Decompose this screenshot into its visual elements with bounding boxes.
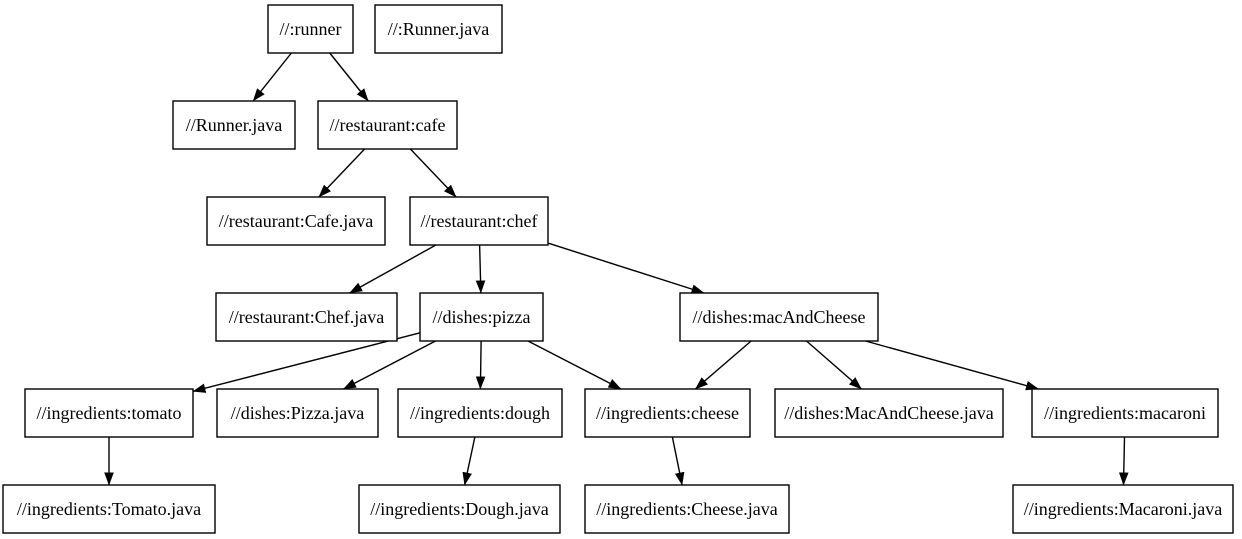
graph-node-macaroni-java: //ingredients:Macaroni.java <box>1012 484 1234 534</box>
node-label-chef: //restaurant:chef <box>421 211 538 231</box>
graph-node-mac-and-cheese: //dishes:macAndCheese <box>679 292 879 342</box>
graph-edge-dough-to-dough-java <box>462 436 476 486</box>
node-label-tomato: //ingredients:tomato <box>37 403 182 423</box>
node-label-runner: //:runner <box>280 19 342 39</box>
graph-nodes-layer: //:runner //:Runner.java //Runner.java //re… <box>2 4 1234 534</box>
node-label-cafe-java: //restaurant:Cafe.java <box>219 211 373 231</box>
graph-edge-pizza-to-tomato <box>192 332 421 393</box>
node-label-macaroni-java: //ingredients:Macaroni.java <box>1024 499 1222 519</box>
graph-edge-cheese-to-cheese-java <box>671 436 685 486</box>
graph-node-cheese: //ingredients:cheese <box>584 388 751 438</box>
graph-node-pizza: //dishes:pizza <box>419 292 544 342</box>
graph-edge-runner-to-runner-java <box>252 52 292 102</box>
graph-edge-mac-and-cheese-to-mac-and-cheese-java <box>806 340 862 390</box>
graph-node-cafe-java: //restaurant:Cafe.java <box>206 196 386 246</box>
graph-node-dough: //ingredients:dough <box>397 388 563 438</box>
node-label-cheese: //ingredients:cheese <box>596 403 739 423</box>
node-box-tomato-java <box>2 484 216 534</box>
node-box-runner-java <box>172 100 296 150</box>
graph-edge-cafe-to-cafe-java <box>318 148 366 198</box>
graph-edges-layer <box>104 52 1129 486</box>
graph-edge-mac-and-cheese-to-macaroni <box>865 340 1039 391</box>
node-label-dough-java: //ingredients:Dough.java <box>370 499 548 519</box>
graph-edge-pizza-to-pizza-java <box>343 340 436 390</box>
graph-edge-pizza-to-cheese <box>527 340 622 390</box>
node-box-cafe-java <box>206 196 386 246</box>
node-box-cafe <box>317 100 458 150</box>
node-box-runner <box>267 4 354 54</box>
node-box-mac-and-cheese <box>679 292 879 342</box>
graph-node-mac-and-cheese-java: //dishes:MacAndCheese.java <box>774 388 1004 438</box>
node-box-cheese-java <box>584 484 790 534</box>
graph-edge-chef-to-chef-java <box>349 244 437 294</box>
graph-node-runner-java: //Runner.java <box>172 100 296 150</box>
node-box-pizza-java <box>216 388 379 438</box>
node-box-tomato <box>24 388 194 438</box>
node-box-macaroni-java <box>1012 484 1234 534</box>
graph-node-cafe: //restaurant:cafe <box>317 100 458 150</box>
graph-edge-mac-and-cheese-to-cheese <box>694 340 752 390</box>
node-box-cheese <box>584 388 751 438</box>
node-label-chef-java: //restaurant:Chef.java <box>229 307 384 327</box>
graph-edge-chef-to-pizza <box>475 244 486 294</box>
node-box-chef-java <box>215 292 398 342</box>
graph-edge-pizza-to-dough <box>475 340 486 390</box>
graph-node-cheese-java: //ingredients:Cheese.java <box>584 484 790 534</box>
node-label-cafe: //restaurant:cafe <box>330 115 446 135</box>
graph-node-dough-java: //ingredients:Dough.java <box>358 484 561 534</box>
graph-node-chef-java: //restaurant:Chef.java <box>215 292 398 342</box>
node-label-pizza: //dishes:pizza <box>433 307 531 327</box>
graph-node-macaroni: //ingredients:macaroni <box>1031 388 1219 438</box>
node-label-runner-java-root: //:Runner.java <box>388 19 489 39</box>
node-box-runner-java-root <box>374 4 503 54</box>
node-label-mac-and-cheese: //dishes:macAndCheese <box>693 307 866 327</box>
graph-edge-chef-to-mac-and-cheese <box>547 242 705 294</box>
graph-node-tomato-java: //ingredients:Tomato.java <box>2 484 216 534</box>
node-label-dough: //ingredients:dough <box>410 403 550 423</box>
node-label-macaroni: //ingredients:macaroni <box>1044 403 1206 423</box>
node-label-runner-java: //Runner.java <box>186 115 282 135</box>
graph-edge-runner-to-cafe <box>329 52 369 102</box>
graph-edge-macaroni-to-macaroni-java <box>1118 436 1129 486</box>
node-label-cheese-java: //ingredients:Cheese.java <box>596 499 777 519</box>
graph-node-runner-java-root: //:Runner.java <box>374 4 503 54</box>
node-box-pizza <box>419 292 544 342</box>
graph-node-tomato: //ingredients:tomato <box>24 388 194 438</box>
graph-node-pizza-java: //dishes:Pizza.java <box>216 388 379 438</box>
node-box-dough <box>397 388 563 438</box>
node-box-mac-and-cheese-java <box>774 388 1004 438</box>
node-label-mac-and-cheese-java: //dishes:MacAndCheese.java <box>784 403 993 423</box>
node-label-pizza-java: //dishes:Pizza.java <box>231 403 364 423</box>
graph-edge-cafe-to-chef <box>409 148 457 198</box>
graph-node-runner: //:runner <box>267 4 354 54</box>
node-box-macaroni <box>1031 388 1219 438</box>
node-label-tomato-java: //ingredients:Tomato.java <box>17 499 201 519</box>
node-box-dough-java <box>358 484 561 534</box>
node-box-chef <box>409 196 549 246</box>
graph-node-chef: //restaurant:chef <box>409 196 549 246</box>
